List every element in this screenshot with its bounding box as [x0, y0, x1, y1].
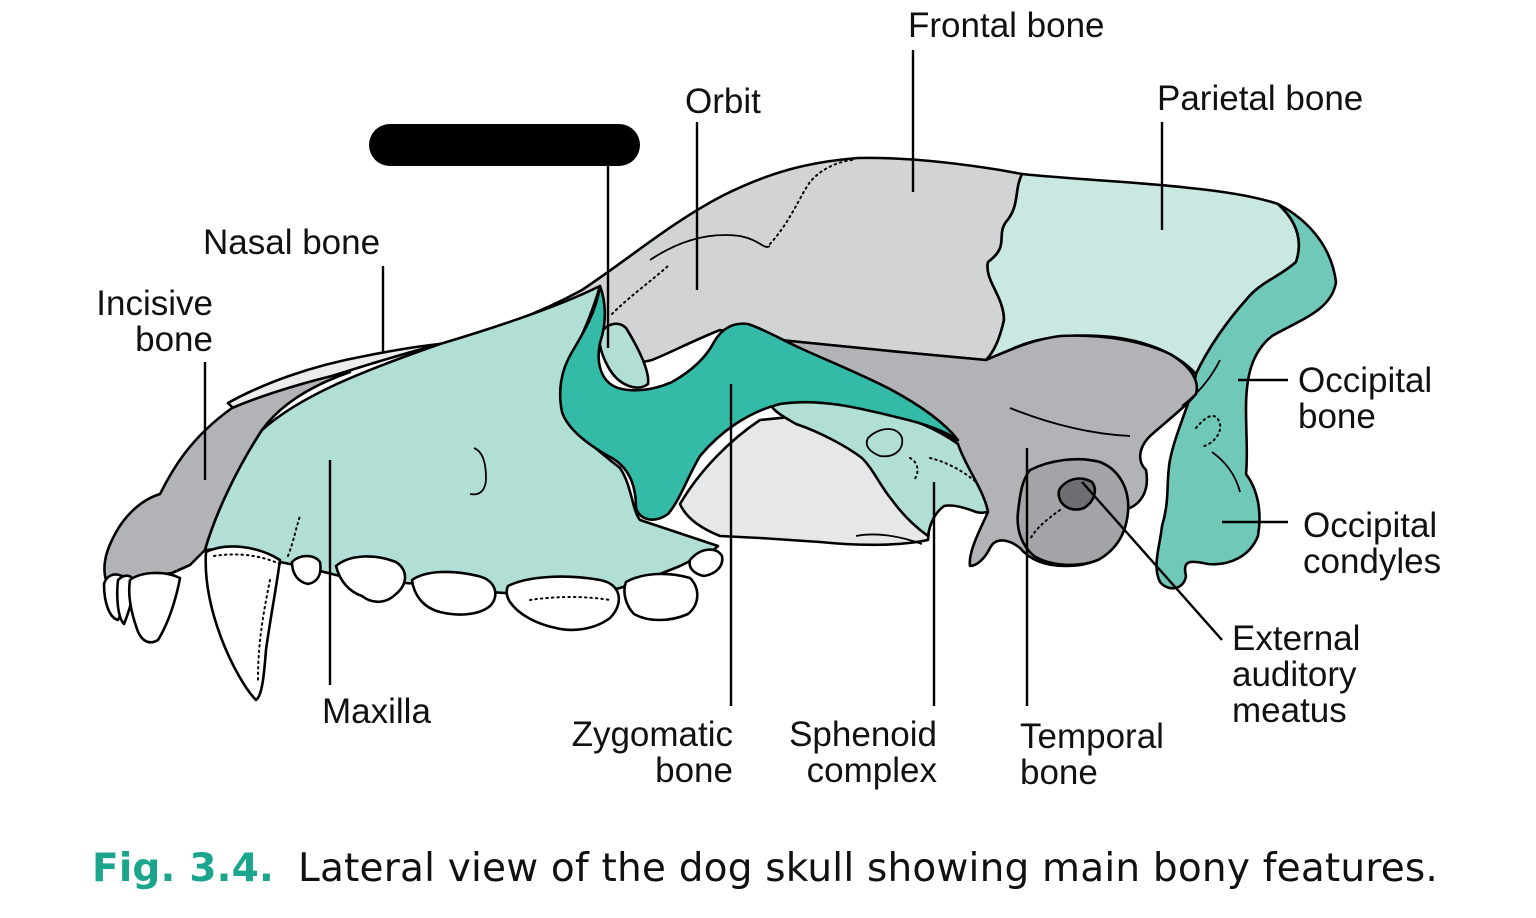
temporal-bone-label-line1: Temporal	[1020, 717, 1164, 756]
maxilla-foramen-line	[469, 447, 487, 496]
incisive-bone-label-line2: bone	[135, 320, 213, 359]
skull-base-line	[1009, 407, 1131, 437]
incisor-tooth-3	[127, 571, 182, 644]
canine-dotted-line	[213, 553, 281, 681]
nasal-bone-label: Nasal bone	[203, 223, 380, 262]
premolar-tooth-3	[410, 570, 497, 616]
sphenoid-complex-label-line1: Sphenoid	[789, 715, 937, 754]
orbit-label: Orbit	[685, 82, 761, 121]
figure-caption: Fig. 3.4. Lateral view of the dog skull s…	[92, 846, 1438, 891]
occipital-dotted-line	[1195, 414, 1222, 447]
occipital-condyle-line	[1211, 451, 1241, 493]
carnassial-dotted-line	[529, 596, 611, 601]
orbit-rim-shape	[598, 322, 650, 389]
zygomatic-arch-lower-line	[855, 533, 923, 545]
premolar-tooth-1	[290, 554, 322, 586]
carnassial-tooth	[505, 575, 621, 632]
sphenoid-foramen-line	[865, 428, 904, 458]
sphenoid-complex-label-line2: complex	[807, 751, 938, 790]
external-auditory-meatus-label-line3: meatus	[1232, 691, 1347, 730]
nuchal-crest-line	[1181, 359, 1221, 407]
occipital-condyles-label-line1: Occipital	[1303, 506, 1437, 545]
temporal-bone-label-line2: bone	[1020, 753, 1098, 792]
molar-tooth-1	[623, 572, 699, 622]
frontal-suture-line	[649, 234, 771, 261]
occipital-bone-label-line2: bone	[1298, 397, 1376, 436]
maxilla-label: Maxilla	[322, 692, 431, 731]
teeth-group	[102, 545, 724, 702]
occipital-condyles-label-line2: condyles	[1303, 542, 1441, 581]
leader-lines	[203, 50, 1288, 706]
frontal-bone-label: Frontal bone	[908, 6, 1105, 45]
external-auditory-meatus-shape	[1057, 477, 1097, 511]
occipital-bone-label-line1: Occipital	[1298, 361, 1432, 400]
occipital-bone-shape	[1155, 202, 1338, 590]
premolar-tooth-2	[334, 555, 407, 604]
external-auditory-meatus-label-line2: auditory	[1232, 655, 1357, 694]
zygomatic-bone-label-line2: bone	[655, 751, 733, 790]
figure-number: Fig. 3.4.	[92, 846, 275, 891]
external-auditory-meatus-leader	[1081, 481, 1223, 641]
tympanic-bulla-shape	[1016, 457, 1130, 567]
external-auditory-meatus-label-line1: External	[1232, 619, 1360, 658]
incisive-bone-label-line1: Incisive	[96, 284, 213, 323]
temporal-dotted-line	[1029, 509, 1061, 541]
maxilla-canine-root-line	[287, 515, 301, 557]
zygomatic-bone-label-line1: Zygomatic	[572, 715, 733, 754]
figure-caption-text: Lateral view of the dog skull showing ma…	[298, 846, 1439, 891]
molar-tooth-2	[688, 548, 724, 578]
canine-tooth	[204, 545, 282, 702]
orbit-dotted-line	[611, 265, 669, 315]
zygomatic-bone-shape	[558, 284, 960, 521]
sphenoid-dotted-line	[909, 457, 977, 483]
parietal-bone-label: Parietal bone	[1157, 79, 1363, 118]
frontal-dotted-line	[769, 159, 853, 245]
redaction-bar	[369, 124, 640, 166]
